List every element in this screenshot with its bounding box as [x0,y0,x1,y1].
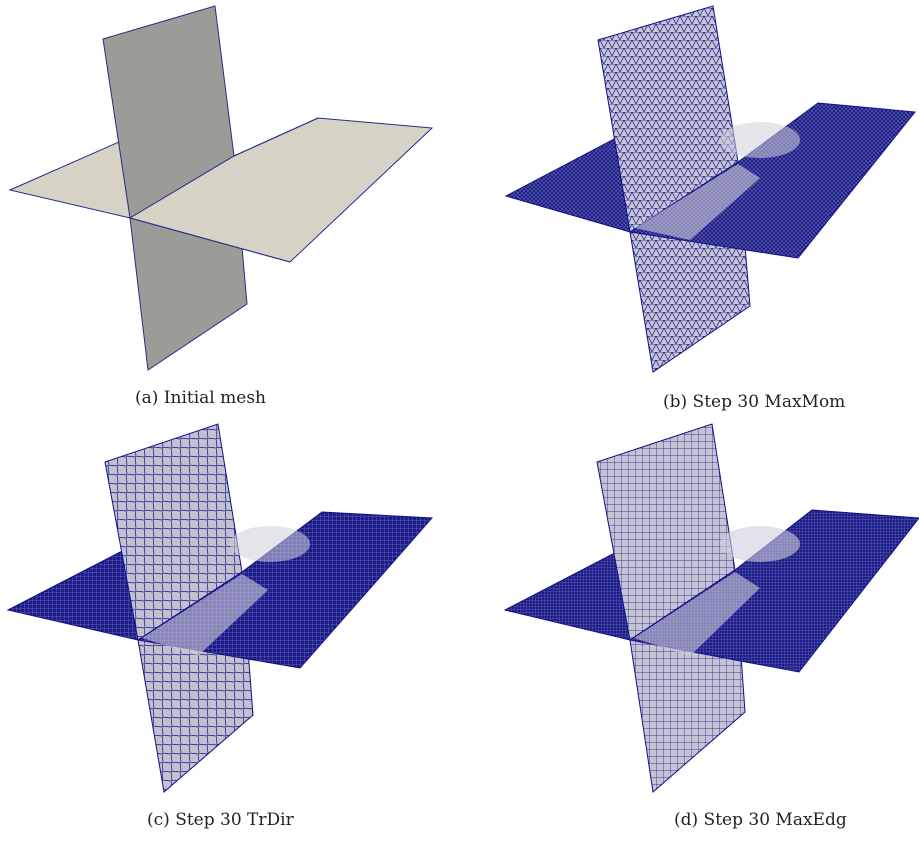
caption-a: (a) Initial mesh [135,388,267,408]
caption-d: (d) Step 30 MaxEdg [674,810,847,830]
panel-d: (d) Step 30 MaxEdg [460,420,919,843]
panel-a: (a) Initial mesh [0,0,460,420]
initial-mesh-figure [8,5,434,371]
caption-b: (b) Step 30 MaxMom [663,392,846,412]
panel-c: (c) Step 30 TrDir [0,420,460,843]
trdir-mesh-figure [6,423,434,793]
caption-c: (c) Step 30 TrDir [147,810,294,830]
maxmom-mesh-figure [504,5,916,373]
maxedg-mesh-figure [503,423,919,793]
panel-b: (b) Step 30 MaxMom [460,0,919,420]
